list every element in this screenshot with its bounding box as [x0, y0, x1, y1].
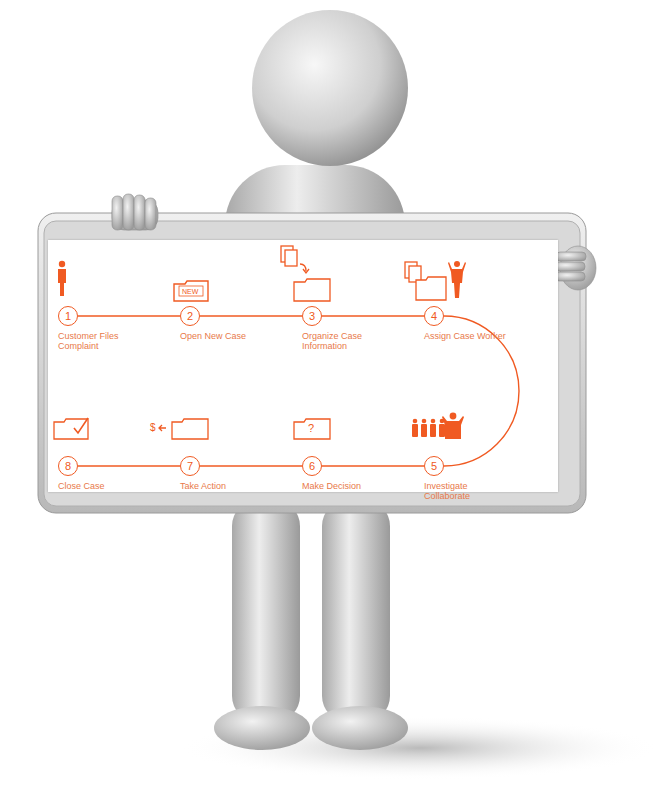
finger [556, 252, 586, 261]
action-icon [159, 419, 208, 439]
figure-head [252, 10, 408, 166]
folder-icon [294, 279, 330, 301]
close-icon [54, 418, 88, 439]
team-icon [412, 413, 464, 439]
folder-icon [294, 419, 330, 439]
new-tag-box [179, 286, 203, 296]
step-label: Assign Case Worker [424, 331, 506, 341]
step-label: Open New Case [180, 331, 262, 341]
arrow-icon [159, 425, 166, 431]
icon-head [413, 419, 418, 424]
flow-connector [200, 465, 302, 466]
check-icon [74, 418, 88, 433]
icon-head [431, 419, 436, 424]
folder-icon [54, 419, 88, 439]
flow-connector [322, 315, 424, 316]
figure-foot [312, 706, 408, 750]
board-frame [38, 213, 586, 513]
step-label: Customer Files Complaint [58, 331, 140, 351]
step-number: 8 [59, 457, 77, 475]
step-number: 2 [181, 307, 199, 325]
icon-body [58, 269, 66, 296]
person-icon [58, 261, 66, 296]
finger [145, 198, 156, 230]
folder-icon [174, 281, 208, 301]
icon-body [442, 416, 464, 439]
icon-head [422, 419, 427, 424]
step-circle: 4Assign Case Worker [424, 306, 444, 326]
icon-head [450, 413, 457, 420]
step-circle: 1Customer Files Complaint [58, 306, 78, 326]
organize-icon [281, 246, 330, 301]
step-circle: 8Close Case [58, 456, 78, 476]
icon-body [421, 424, 427, 437]
whiteboard-panel: 1Customer Files Complaint2Open New Case3… [48, 240, 558, 492]
step-number: 7 [181, 457, 199, 475]
step-circle: 6Make Decision [302, 456, 322, 476]
finger [555, 272, 585, 281]
folder-icon [416, 277, 446, 300]
icon-body [430, 424, 436, 437]
figure-foot [214, 706, 310, 750]
flow-connector [200, 315, 302, 316]
step-number: 3 [303, 307, 321, 325]
step-label: Take Action [180, 481, 262, 491]
assign-icon [405, 262, 446, 300]
arrow-icon [303, 269, 309, 273]
currency-symbol: $ [150, 423, 156, 433]
icon-head [454, 261, 460, 267]
icon-tag: NEW [182, 288, 198, 295]
step-label: Make Decision [302, 481, 384, 491]
flow-connector [322, 465, 424, 466]
folder-icon [172, 419, 208, 439]
step-label: Investigate Collaborate [424, 481, 506, 501]
step-circle: 5Investigate Collaborate [424, 456, 444, 476]
step-number: 5 [425, 457, 443, 475]
right-hand [553, 246, 596, 290]
finger [123, 194, 134, 230]
step-circle: 7Take Action [180, 456, 200, 476]
doc-icon [285, 250, 297, 266]
flow-connector [78, 465, 180, 466]
connector-layer [48, 240, 558, 492]
flow-connector [78, 315, 180, 316]
step-label: Organize Case Information [302, 331, 384, 351]
board-inner-frame [44, 221, 580, 506]
step-number: 6 [303, 457, 321, 475]
step-number: 4 [425, 307, 443, 325]
icon-body [412, 424, 418, 437]
finger [134, 195, 145, 230]
step-circle: 2Open New Case [180, 306, 200, 326]
figure-leg [232, 500, 300, 722]
step-icons [48, 240, 558, 492]
figure-leg [322, 500, 390, 722]
step-circle: 3Organize Case Information [302, 306, 322, 326]
step-label: Close Case [58, 481, 140, 491]
icon-body [439, 424, 445, 437]
question-mark: ? [308, 423, 314, 434]
finger [112, 196, 123, 230]
icon-head [59, 261, 65, 267]
left-hand [112, 194, 158, 230]
step-number: 1 [59, 307, 77, 325]
icon-body [448, 262, 466, 298]
worker-icon [448, 261, 466, 298]
